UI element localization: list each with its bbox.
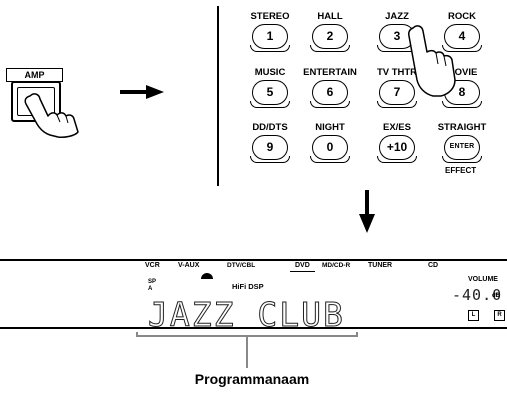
key-value-4: 4 [458,29,466,43]
effect-label: EFFECT [445,166,477,175]
caption: Programmanaam [194,371,310,387]
source-dtv-cbl: DTV/CBL [227,262,256,269]
key-button-6[interactable]: 6 [310,80,350,108]
volume-label: VOLUME [468,276,498,283]
key-value-12: ENTER [449,143,475,150]
program-name-bracket [136,332,358,368]
key-value-7: 7 [393,85,401,99]
down-arrow-icon [359,190,375,233]
source-v-aux: V-AUX [178,262,200,269]
divider [217,6,219,186]
sp-label: SP [148,279,157,285]
speaker-indicator: SP A [148,279,156,293]
key-button-5[interactable]: 5 [250,80,290,108]
key-label-4: ROCK [448,11,476,22]
key-button-12[interactable]: ENTER [442,135,482,163]
key-value-1: 1 [266,29,274,43]
program-name-display: JAZZ CLUB [148,295,345,334]
key-value-6: 6 [326,85,334,99]
key-label-2: HALL [317,11,343,22]
key-label-11: EX/ES [383,122,411,133]
key-value-10: 0 [326,140,334,154]
db-label: dB [492,293,500,299]
key-label-7: TV THTR [376,67,418,78]
left-channel-indicator: L [468,310,479,321]
key-value-5: 5 [266,85,274,99]
sp-sub: A [148,286,153,292]
key-value-8: 8 [458,85,466,99]
key-button-11[interactable]: +10 [377,135,417,163]
right-channel-indicator: R [494,310,505,321]
source-tuner: TUNER [368,262,393,269]
key-label-3: JAZZ [385,11,409,22]
key-value-3: 3 [393,29,401,43]
dvd-underline [290,271,315,272]
source-vcr: VCR [145,262,160,269]
hand-pointer-icon [408,25,456,97]
decoder-indicator-icon [201,273,213,279]
volume-value: -40.0 [452,286,503,304]
key-label-6: ENTERTAIN [303,67,357,78]
key-label-10: NIGHT [315,122,345,133]
source-cd: CD [428,262,439,269]
key-label-12: STRAIGHT [437,122,487,133]
key-label-5: MUSIC [254,67,286,78]
key-label-9: DD/DTS [252,122,288,133]
key-button-2[interactable]: 2 [310,24,350,52]
key-value-9: 9 [266,140,274,154]
hifi-dsp-indicator: HiFi DSP [232,282,264,291]
key-button-9[interactable]: 9 [250,135,290,163]
display-top-border [0,259,507,261]
right-arrow-icon [120,85,164,99]
key-value-11: +10 [386,140,408,154]
key-button-1[interactable]: 1 [250,24,290,52]
source-md-cd-r: MD/CD-R [322,262,351,269]
hand-pointer-icon [24,93,79,138]
key-label-8: MOVIE [446,67,478,78]
key-button-10[interactable]: 0 [310,135,350,163]
amp-label: AMP [6,68,63,82]
key-value-2: 2 [326,29,334,43]
key-label-1: STEREO [250,11,290,22]
key-button-7[interactable]: 7 [377,80,417,108]
key-button-4[interactable]: 4 [442,24,482,52]
source-dvd: DVD [295,262,310,269]
display-bottom-border [0,327,507,329]
